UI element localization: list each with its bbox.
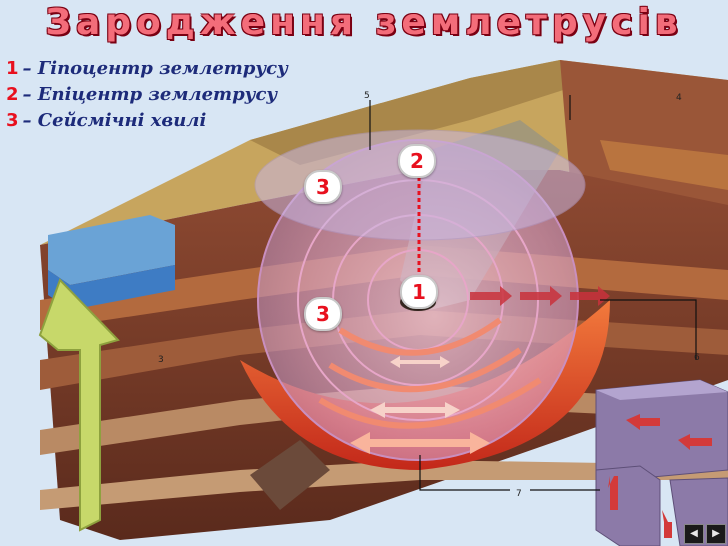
wave-arrow: [370, 402, 460, 418]
arrow-right-icon: ▶: [712, 528, 720, 539]
prev-slide-button[interactable]: ◀: [684, 524, 704, 544]
badge-hypocenter[interactable]: 1: [400, 275, 438, 309]
fault-line: [250, 440, 330, 510]
legend-label: – Сейсмічні хвилі: [22, 110, 207, 131]
wave-arrow: [390, 356, 450, 368]
green-arrow: [38, 278, 120, 532]
badge-epicenter[interactable]: 2: [398, 144, 436, 178]
arrow-left-icon: ◀: [690, 528, 698, 539]
cliff-right-stripe: [600, 140, 728, 190]
badge-waves-lower[interactable]: 3: [304, 297, 342, 331]
figure-number: 5: [364, 91, 370, 101]
sea-surface: [48, 215, 175, 285]
figure-number: 6: [694, 353, 700, 363]
wave-arrow: [350, 432, 490, 454]
leader-line: [419, 455, 510, 491]
wave-arc: [328, 347, 522, 393]
slide-title: Зародження землетрусів: [45, 2, 683, 43]
legend-item-waves: 3– Сейсмічні хвилі: [6, 108, 288, 134]
sea-front: [48, 265, 175, 310]
legend-item-epicenter: 2– Епіцентр землетрусу: [6, 82, 288, 108]
figure-number: 4: [676, 93, 682, 103]
figure-number: 3: [158, 355, 164, 365]
deformation-blocks: [595, 379, 728, 546]
legend-item-hypocenter: 1– Гіпоцентр землетрусу: [6, 56, 288, 82]
legend-number: 2: [6, 84, 19, 105]
next-slide-button[interactable]: ▶: [706, 524, 726, 544]
figure-number: 7: [516, 489, 522, 499]
wave-arrow: [470, 286, 610, 306]
legend-label: – Гіпоцентр землетрусу: [22, 58, 288, 79]
wave-arc: [318, 377, 542, 429]
legend-number: 1: [6, 58, 19, 79]
legend-label: – Епіцентр землетрусу: [22, 84, 278, 105]
rock-layer: [40, 460, 728, 510]
legend-number: 3: [6, 110, 19, 131]
legend: 1– Гіпоцентр землетрусу 2– Епіцентр земл…: [6, 56, 288, 134]
badge-waves-upper[interactable]: 3: [304, 170, 342, 204]
wave-arc: [338, 317, 502, 356]
leader-line: [600, 299, 697, 360]
